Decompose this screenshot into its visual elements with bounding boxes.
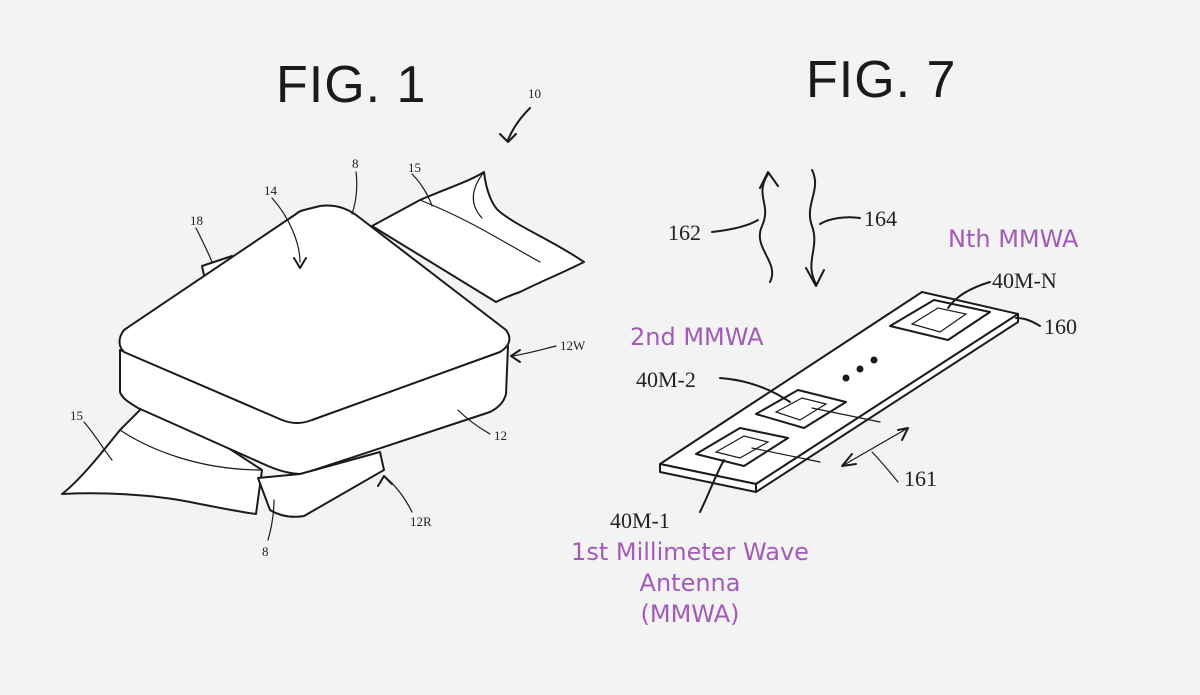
ellipsis-dot-1 — [842, 374, 850, 382]
leader-8-top — [351, 171, 358, 215]
leader-12 — [457, 409, 491, 435]
annotation-nth-mmwa: Nth MMWA — [948, 225, 1079, 253]
fig7-title: FIG. 7 — [806, 51, 957, 109]
antenna-1-inner — [714, 435, 770, 459]
leader-15-left — [83, 421, 113, 461]
ref-40m-1: 40M-1 — [610, 508, 670, 533]
leader-161 — [871, 451, 899, 483]
annotation-1st-line2: Antenna — [639, 569, 741, 597]
upper-strap-edge — [472, 171, 485, 219]
annotation-1st-line3: (MMWA) — [640, 600, 740, 628]
antenna-2-inner — [774, 397, 828, 421]
ref-15-top: 15 — [408, 160, 421, 175]
ellipsis-dot-3 — [870, 356, 878, 364]
leader-8-bottom — [267, 499, 275, 541]
leader-40m-1 — [699, 459, 725, 513]
ref-164: 164 — [864, 206, 897, 231]
ref-40m-n: 40M-N — [992, 268, 1057, 293]
leader-162 — [711, 219, 759, 233]
antenna-2-feed — [811, 407, 881, 423]
watch-case-bottom — [257, 451, 385, 518]
ref-14: 14 — [264, 183, 277, 198]
lower-strap — [61, 397, 263, 515]
antenna-substrate-side — [755, 313, 1019, 493]
ref-12w: 12W — [560, 338, 586, 353]
leader-40m-n — [947, 281, 991, 309]
dimension-161-arrowhead-b — [897, 427, 909, 441]
leader-18 — [195, 227, 213, 263]
watch-top-face — [118, 204, 511, 424]
upper-strap — [371, 171, 585, 303]
incoming-signal-wave — [808, 169, 817, 285]
leader-160 — [1015, 317, 1041, 327]
leader-14 — [271, 197, 301, 263]
ref-161: 161 — [904, 466, 937, 491]
leader-14-arrowhead — [293, 257, 307, 269]
leader-40m-2 — [719, 377, 791, 403]
leader-15-top — [411, 173, 433, 207]
lower-strap-contour — [119, 429, 263, 471]
leader-12w-arrowhead — [510, 349, 521, 363]
outgoing-signal-wave — [758, 173, 774, 283]
annotation-1st-line1: 1st Millimeter Wave — [571, 538, 809, 566]
fig1-title: FIG. 1 — [276, 56, 427, 114]
leader-12r-arrowhead — [377, 475, 393, 487]
leader-10 — [507, 107, 531, 141]
ref-10: 10 — [528, 86, 541, 101]
ref-18: 18 — [190, 213, 203, 228]
ref-12: 12 — [494, 428, 507, 443]
incoming-signal-arrowhead — [805, 267, 825, 287]
outgoing-signal-arrowhead — [759, 171, 779, 189]
dimension-161-line — [841, 427, 909, 467]
ref-160: 160 — [1044, 314, 1077, 339]
annotation-1st-mmwa: 1st Millimeter Wave Antenna (MMWA) — [530, 537, 850, 630]
leader-164 — [819, 216, 861, 225]
antenna-1-outer — [695, 427, 789, 467]
ref-8-bottom: 8 — [262, 544, 269, 559]
ref-162: 162 — [668, 220, 701, 245]
antenna-1-feed — [751, 447, 821, 463]
leader-10-arrowhead — [499, 133, 517, 143]
upper-strap-contour — [419, 199, 541, 263]
antenna-n-inner — [910, 307, 968, 333]
ref-40m-2: 40M-2 — [636, 367, 696, 392]
antenna-n-outer — [889, 299, 991, 341]
ellipsis-dot-2 — [856, 365, 864, 373]
annotation-2nd-mmwa: 2nd MMWA — [630, 323, 764, 351]
ref-12r: 12R — [410, 514, 432, 529]
ref-15-left: 15 — [70, 408, 83, 423]
leader-12w — [511, 345, 557, 357]
ref-8-top: 8 — [352, 156, 359, 171]
dimension-161-arrowhead-a — [841, 453, 857, 467]
